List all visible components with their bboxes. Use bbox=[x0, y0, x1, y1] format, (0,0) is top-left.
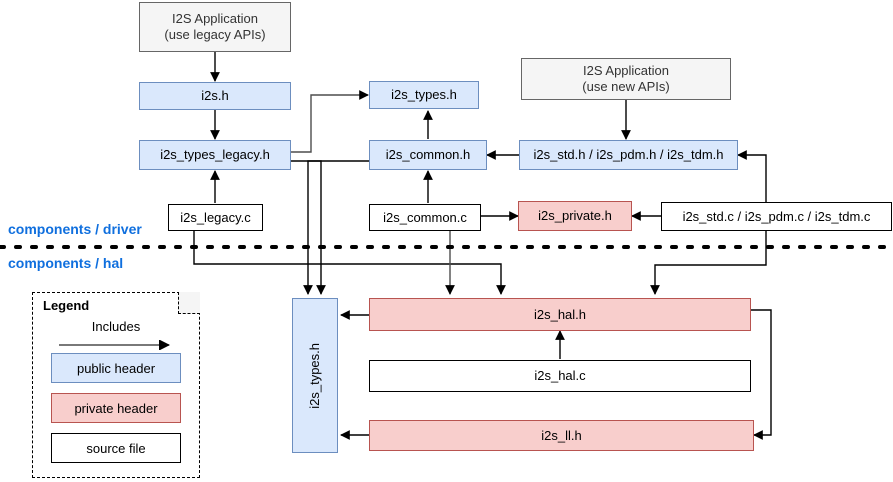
node-i2s-types-h-hal[interactable]: i2s_types.h bbox=[292, 298, 338, 453]
node-i2s-common-c[interactable]: i2s_common.c bbox=[369, 204, 481, 231]
node-i2s-std-pdm-tdm-h-label: i2s_std.h / i2s_pdm.h / i2s_tdm.h bbox=[533, 147, 724, 162]
node-app-legacy[interactable]: I2S Application (use legacy APIs) bbox=[139, 2, 291, 52]
legend-includes-arrow-icon bbox=[59, 340, 171, 350]
node-i2s-common-h[interactable]: i2s_common.h bbox=[369, 140, 487, 170]
legend-title: Legend bbox=[43, 298, 90, 313]
node-i2s-types-h-top[interactable]: i2s_types.h bbox=[369, 81, 479, 109]
legend-source-file-label: source file bbox=[86, 440, 146, 456]
node-i2s-h-label: i2s.h bbox=[201, 88, 229, 103]
node-i2s-types-h-hal-label: i2s_types.h bbox=[307, 342, 322, 409]
node-i2s-hal-h[interactable]: i2s_hal.h bbox=[369, 298, 751, 331]
node-app-new[interactable]: I2S Application (use new APIs) bbox=[521, 58, 731, 100]
legend-fold-corner-icon bbox=[178, 292, 200, 314]
legend-includes-label: Includes bbox=[91, 319, 141, 334]
legend-swatch-private-header: private header bbox=[51, 393, 181, 423]
node-i2s-std-pdm-tdm-h[interactable]: i2s_std.h / i2s_pdm.h / i2s_tdm.h bbox=[519, 140, 738, 170]
node-i2s-ll-h[interactable]: i2s_ll.h bbox=[369, 420, 754, 451]
legend-swatch-source-file: source file bbox=[51, 433, 181, 463]
node-i2s-legacy-c[interactable]: i2s_legacy.c bbox=[168, 204, 263, 231]
node-i2s-common-c-label: i2s_common.c bbox=[383, 209, 467, 225]
legend-private-header-label: private header bbox=[74, 400, 158, 416]
node-i2s-hal-c-label: i2s_hal.c bbox=[534, 368, 586, 383]
legend-public-header-label: public header bbox=[76, 360, 156, 376]
legend: Legend Includes public header private he… bbox=[32, 292, 200, 478]
node-i2s-types-h-top-label: i2s_types.h bbox=[391, 87, 457, 102]
node-i2s-ll-h-label: i2s_ll.h bbox=[541, 427, 582, 443]
node-i2s-hal-c[interactable]: i2s_hal.c bbox=[369, 360, 751, 392]
node-i2s-std-pdm-tdm-c-label: i2s_std.c / i2s_pdm.c / i2s_tdm.c bbox=[682, 208, 871, 224]
node-i2s-common-h-label: i2s_common.h bbox=[385, 147, 471, 162]
node-i2s-std-pdm-tdm-c[interactable]: i2s_std.c / i2s_pdm.c / i2s_tdm.c bbox=[661, 202, 892, 231]
node-i2s-legacy-c-label: i2s_legacy.c bbox=[180, 209, 251, 225]
node-i2s-private-h[interactable]: i2s_private.h bbox=[518, 201, 632, 231]
node-app-legacy-label: I2S Application (use legacy APIs) bbox=[164, 11, 266, 42]
node-i2s-types-legacy-h[interactable]: i2s_types_legacy.h bbox=[139, 140, 291, 170]
legend-swatch-public-header: public header bbox=[51, 353, 181, 383]
zone-label-hal: components / hal bbox=[8, 255, 124, 271]
zone-label-driver: components / driver bbox=[8, 221, 142, 237]
node-i2s-hal-h-label: i2s_hal.h bbox=[533, 306, 587, 322]
node-i2s-h[interactable]: i2s.h bbox=[139, 82, 291, 110]
node-i2s-types-legacy-h-label: i2s_types_legacy.h bbox=[160, 147, 270, 162]
node-i2s-private-h-label: i2s_private.h bbox=[538, 208, 612, 223]
node-app-new-label: I2S Application (use new APIs) bbox=[582, 63, 670, 94]
